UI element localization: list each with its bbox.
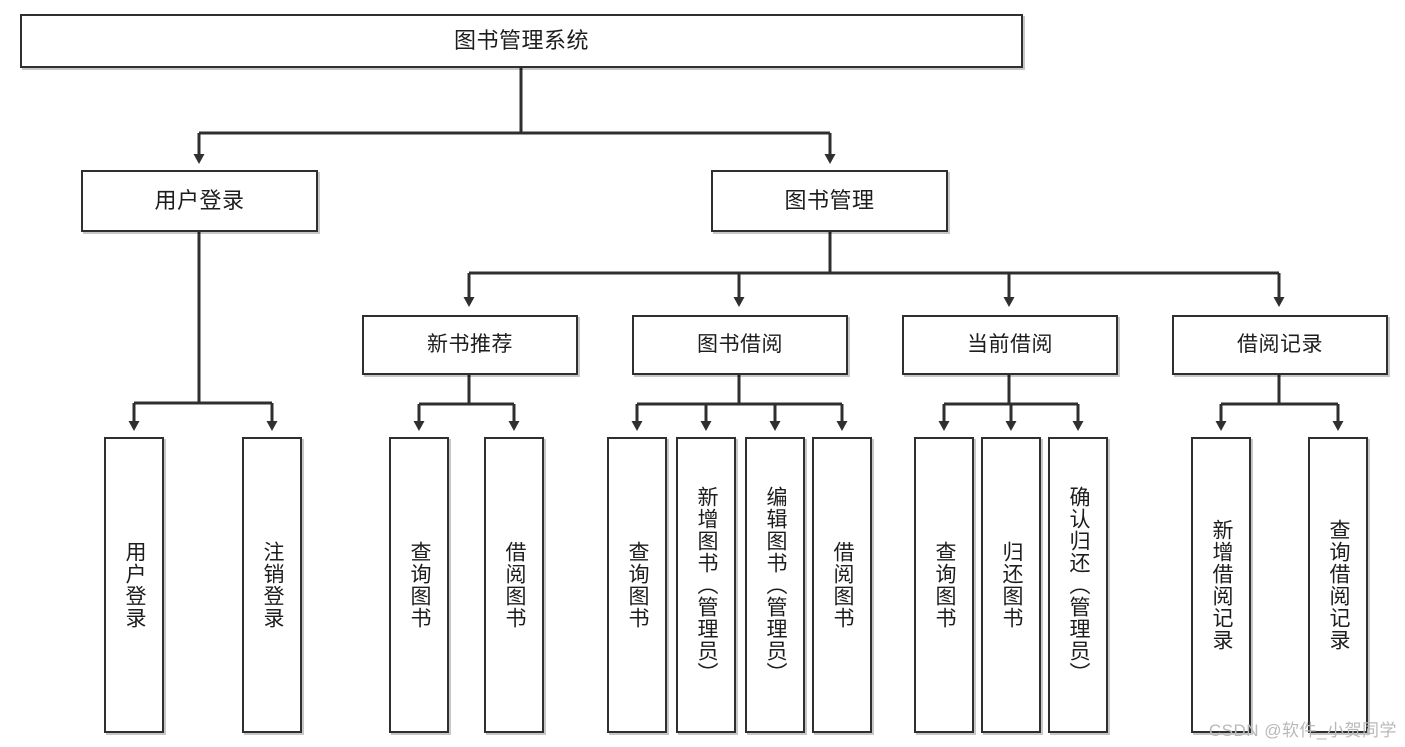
node-book-borrow[interactable]: 图书借阅 xyxy=(632,315,848,375)
node-leaf-user-login[interactable]: 用户登录 xyxy=(104,437,164,733)
node-leaf-borrow-query-book[interactable]: 查询图书 xyxy=(607,437,667,733)
node-leaf-query-borrow-record[interactable]: 查询借阅记录 xyxy=(1308,437,1368,733)
node-book-management[interactable]: 图书管理 xyxy=(711,170,948,232)
node-root[interactable]: 图书管理系统 xyxy=(20,14,1023,68)
node-leaf-edit-book-admin-label: 编辑图书（管理员） xyxy=(763,486,787,684)
node-leaf-user-login-label: 用户登录 xyxy=(122,541,146,629)
node-leaf-new-book-query-label: 查询图书 xyxy=(407,541,431,629)
node-leaf-confirm-return-admin-label: 确认归还（管理员） xyxy=(1066,486,1090,684)
node-current-borrow[interactable]: 当前借阅 xyxy=(902,315,1118,375)
node-user-login[interactable]: 用户登录 xyxy=(81,170,318,232)
node-leaf-add-borrow-record-label: 新增借阅记录 xyxy=(1209,519,1233,651)
node-leaf-return-book[interactable]: 归还图书 xyxy=(981,437,1041,733)
node-user-login-label: 用户登录 xyxy=(154,188,245,214)
node-borrow-record[interactable]: 借阅记录 xyxy=(1172,315,1388,375)
node-borrow-record-label: 借阅记录 xyxy=(1237,332,1323,356)
node-leaf-return-book-label: 归还图书 xyxy=(999,541,1023,629)
node-leaf-add-book-admin-label: 新增图书（管理员） xyxy=(694,486,718,684)
node-leaf-current-query-book-label: 查询图书 xyxy=(932,541,956,629)
node-root-label: 图书管理系统 xyxy=(453,28,589,54)
node-book-borrow-label: 图书借阅 xyxy=(697,332,783,356)
node-new-book-recommend-label: 新书推荐 xyxy=(427,332,513,356)
node-leaf-new-book-borrow-label: 借阅图书 xyxy=(502,541,526,629)
node-leaf-edit-book-admin[interactable]: 编辑图书（管理员） xyxy=(745,437,805,733)
node-leaf-borrow-book[interactable]: 借阅图书 xyxy=(812,437,872,733)
node-current-borrow-label: 当前借阅 xyxy=(967,332,1053,356)
node-leaf-logout-label: 注销登录 xyxy=(260,541,284,629)
node-leaf-current-query-book[interactable]: 查询图书 xyxy=(914,437,974,733)
node-leaf-new-book-borrow[interactable]: 借阅图书 xyxy=(484,437,544,733)
node-leaf-query-borrow-record-label: 查询借阅记录 xyxy=(1326,519,1350,651)
node-leaf-borrow-query-book-label: 查询图书 xyxy=(625,541,649,629)
node-leaf-confirm-return-admin[interactable]: 确认归还（管理员） xyxy=(1048,437,1108,733)
node-new-book-recommend[interactable]: 新书推荐 xyxy=(362,315,578,375)
node-leaf-new-book-query[interactable]: 查询图书 xyxy=(389,437,449,733)
node-leaf-add-book-admin[interactable]: 新增图书（管理员） xyxy=(676,437,736,733)
node-book-management-label: 图书管理 xyxy=(784,188,875,214)
watermark-text: CSDN @软件_小贺同学 xyxy=(1208,721,1397,740)
node-leaf-logout[interactable]: 注销登录 xyxy=(242,437,302,733)
node-leaf-borrow-book-label: 借阅图书 xyxy=(830,541,854,629)
node-leaf-add-borrow-record[interactable]: 新增借阅记录 xyxy=(1191,437,1251,733)
